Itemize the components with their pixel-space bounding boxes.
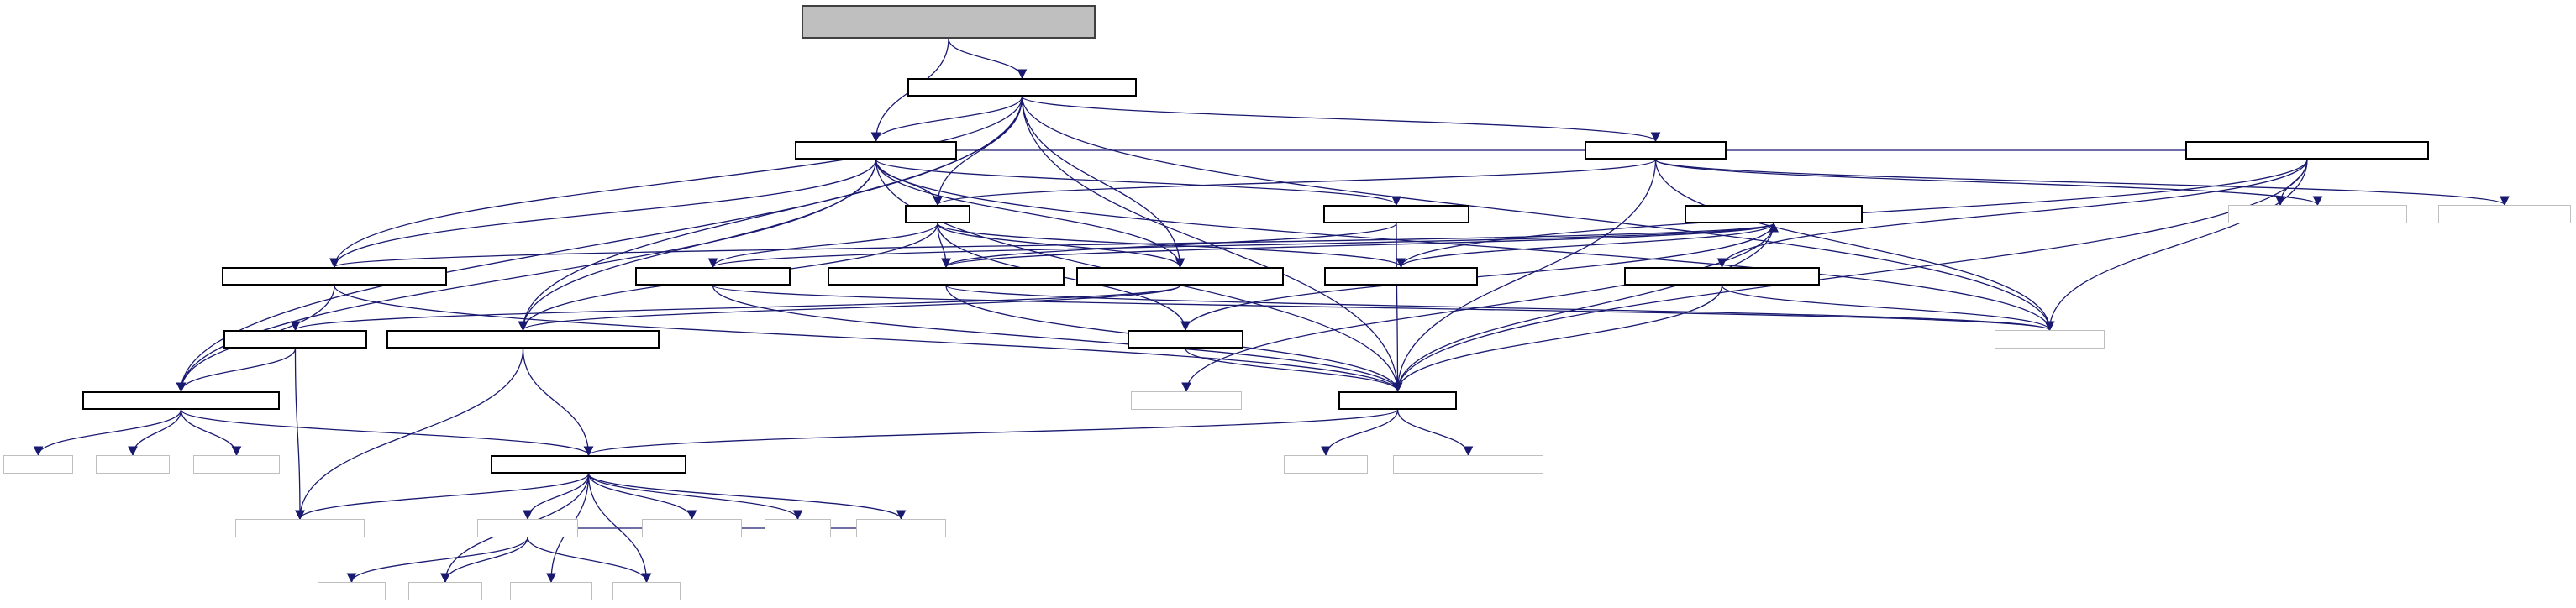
edge-layer (33, 38, 2510, 584)
graph-node[interactable] (1338, 391, 1457, 410)
root-node[interactable] (802, 5, 1096, 39)
dependency-edge (180, 409, 242, 457)
dependency-edge (329, 96, 1023, 269)
leaf-node (408, 582, 482, 600)
dependency-edge (1392, 223, 1403, 393)
dependency-edge (1400, 222, 1779, 268)
dependency-edge (1021, 96, 1185, 269)
dependency-edge (176, 159, 877, 393)
dependency-edge (941, 223, 1397, 269)
dependency-edge (1321, 409, 1399, 457)
graph-node[interactable] (1323, 205, 1469, 223)
leaf-node (510, 582, 592, 600)
leaf-node (2228, 205, 2407, 223)
dependency-edge (346, 537, 528, 584)
leaf-node (3, 455, 73, 474)
dependency-edge (1185, 222, 1779, 331)
dependency-edge (329, 159, 877, 269)
leaf-node (1995, 330, 2105, 349)
dependency-edge (522, 348, 594, 457)
dependency-edge (587, 473, 907, 521)
dependency-edge (1392, 159, 1657, 393)
dependency-edge (1654, 159, 2323, 207)
dependency-edge (1185, 348, 1403, 393)
graph-node[interactable] (2185, 141, 2429, 160)
leaf-node (1131, 391, 1242, 410)
graph-node[interactable] (82, 391, 280, 410)
dependency-edge (1654, 159, 2510, 207)
dependency-edge (948, 38, 1028, 80)
dependency-edge (334, 222, 1779, 268)
dependency-edge (870, 96, 1023, 143)
dependency-edge (712, 222, 1779, 268)
dependency-edge (527, 537, 652, 584)
dependency-edge (1396, 409, 1474, 457)
leaf-node (1393, 455, 1543, 474)
dependency-edge (33, 409, 182, 457)
graph-node[interactable] (905, 205, 970, 223)
dependency-edge (440, 537, 528, 584)
dependency-edge (712, 285, 2054, 332)
graph-node[interactable] (491, 455, 686, 474)
dependency-edge (584, 409, 1399, 457)
graph-node[interactable] (635, 267, 791, 286)
graph-node[interactable] (828, 267, 1065, 286)
dependency-edge (945, 285, 2054, 332)
dependency-edge (712, 285, 1403, 393)
dependency-edge (294, 348, 305, 521)
dependency-edge (875, 159, 1185, 269)
graph-node[interactable] (1624, 267, 1820, 286)
graph-node[interactable] (1076, 267, 1284, 286)
leaf-node (856, 519, 946, 537)
dependency-edge (180, 409, 594, 457)
dependency-edge (1392, 159, 2308, 393)
dependency-edge (933, 159, 1657, 207)
dependency-edge (1181, 223, 1774, 393)
leaf-node (612, 582, 681, 600)
graph-node[interactable] (795, 141, 957, 160)
dependency-edge (334, 285, 1403, 393)
leaf-node (477, 519, 578, 537)
graph-node[interactable] (1324, 267, 1478, 286)
dependency-edge (945, 222, 1779, 268)
leaf-node (642, 519, 742, 537)
graph-node[interactable] (1585, 141, 1727, 160)
graph-node[interactable] (386, 330, 660, 349)
dependency-edge (2044, 159, 2308, 332)
dependency-edge (587, 473, 697, 521)
dependency-edge (875, 159, 1401, 207)
dependency-edge (295, 473, 590, 521)
dependency-edge (128, 409, 182, 457)
dependency-edge (291, 285, 1181, 332)
dependency-edge (587, 473, 803, 521)
graph-node[interactable] (1685, 205, 1863, 223)
dependency-edge (1021, 96, 1403, 393)
dependency-edge (1021, 96, 1661, 143)
dependency-edge (1654, 159, 2055, 332)
leaf-node (318, 582, 386, 600)
dependency-edge (1392, 285, 1723, 393)
dependency-edge (523, 473, 590, 521)
dependency-edge (1721, 285, 2055, 332)
graph-node[interactable] (1128, 330, 1243, 349)
leaf-node (2438, 205, 2571, 223)
leaf-node (235, 519, 365, 537)
dependency-edge (176, 348, 297, 393)
leaf-node (193, 455, 280, 474)
graph-node[interactable] (907, 78, 1137, 97)
dependency-edge (1021, 96, 2055, 332)
leaf-node (96, 455, 170, 474)
dependency-edge (707, 223, 938, 269)
graph-node[interactable] (223, 330, 367, 349)
leaf-node (765, 519, 831, 537)
graph-node[interactable] (222, 267, 447, 286)
leaf-node (1284, 455, 1368, 474)
dependency-edge (1392, 223, 1774, 393)
